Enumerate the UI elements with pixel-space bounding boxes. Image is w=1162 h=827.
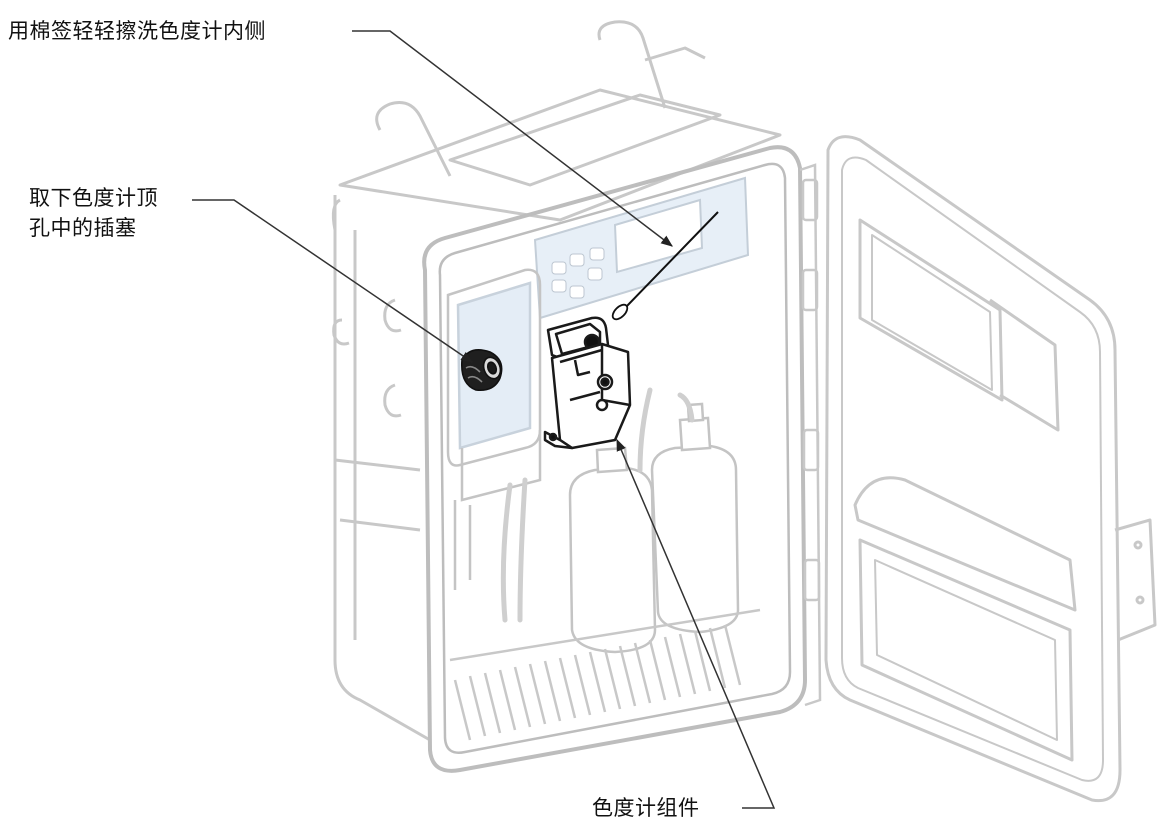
- colorimeter-assembly: [543, 316, 632, 450]
- drip-tray: [449, 608, 761, 741]
- leader-wipe: [352, 30, 673, 247]
- leader-lines: [192, 30, 776, 809]
- side-module: [446, 268, 542, 590]
- leader-plug: [192, 199, 473, 363]
- tubing: [500, 387, 695, 623]
- enclosure-frame: [422, 145, 807, 773]
- callout-colorimeter-assembly: 色度计组件: [592, 796, 700, 820]
- callout-remove-plug-line2: 孔中的插塞: [29, 216, 137, 240]
- enclosure-door: [824, 135, 1157, 803]
- controller-panel: [533, 176, 750, 320]
- callout-remove-plug: 取下色度计顶 孔中的插塞: [29, 183, 158, 243]
- callout-remove-plug-line1: 取下色度计顶: [29, 186, 158, 210]
- enclosure-body: [331, 20, 782, 742]
- leader-assembly: [616, 438, 776, 809]
- cotton-swab: [611, 211, 719, 321]
- door-hinge: [799, 163, 822, 707]
- callout-wipe-inside: 用棉签轻轻擦洗色度计内侧: [8, 19, 266, 43]
- reagent-bottles: [568, 402, 740, 654]
